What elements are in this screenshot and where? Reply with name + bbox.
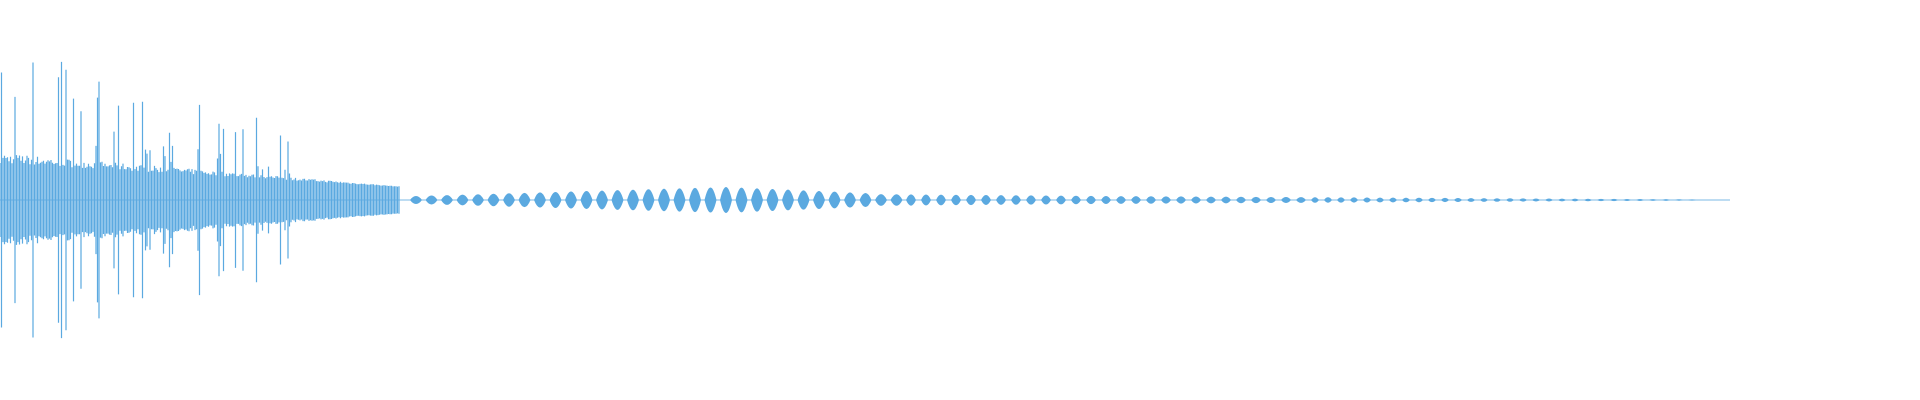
waveform-pulse [1296, 197, 1306, 203]
waveform-pulse [1493, 198, 1501, 202]
waveform-pulse [596, 190, 608, 210]
waveform-pulse [1675, 199, 1683, 201]
waveform-pulse [720, 187, 732, 213]
waveform-pulse [1281, 197, 1291, 203]
waveform-pulse [1441, 197, 1449, 203]
waveform-pulse [580, 191, 593, 209]
waveform-pulse [844, 192, 856, 208]
waveform-pulse [921, 194, 931, 206]
waveform-pulse [441, 195, 453, 205]
waveform-pulse [1324, 197, 1332, 203]
waveform-pulse [1415, 197, 1423, 203]
waveform-pulse [456, 194, 469, 206]
waveform-pulse [859, 192, 872, 208]
waveform-pulse [1376, 197, 1384, 203]
waveform-pulse [996, 195, 1006, 205]
waveform-pulse [1519, 198, 1527, 202]
waveform-pulse [673, 188, 686, 212]
waveform-pulse [936, 194, 946, 206]
waveform-pulse [1636, 199, 1644, 201]
waveform-pulse [751, 188, 763, 212]
waveform-pulse [1389, 197, 1397, 203]
waveform-pulse [1176, 196, 1186, 204]
waveform-pulse [1688, 199, 1696, 201]
waveform-pulse [951, 194, 961, 206]
waveform-pulse [472, 194, 484, 206]
waveform-pulse [1337, 197, 1345, 203]
waveform-pulse [1610, 198, 1618, 202]
waveform-pulse [1311, 197, 1319, 203]
waveform-transient [0, 61, 400, 339]
waveform-pulse [689, 187, 701, 213]
waveform-pulse [1597, 198, 1605, 202]
waveform-pulse [1402, 197, 1410, 203]
waveform-pulse [658, 188, 670, 212]
waveform-pulse [1584, 198, 1592, 202]
waveform-pulse [906, 194, 916, 206]
waveform-pulse [1161, 196, 1171, 204]
waveform-pulse [1350, 197, 1358, 203]
waveform-pulse [1131, 196, 1141, 204]
waveform-pulse [1221, 196, 1231, 204]
waveform-pulse [1116, 196, 1126, 204]
waveform-pulse [797, 190, 810, 210]
waveform-pulse [1532, 198, 1540, 202]
waveform-pulse [534, 192, 546, 208]
waveform-pulse [565, 191, 577, 209]
waveform-samples [0, 61, 1696, 339]
waveform-pulse [549, 191, 562, 209]
waveform-pulse [1146, 196, 1156, 204]
waveform-pulse [425, 195, 438, 205]
waveform-pulse [875, 194, 887, 206]
waveform-pulse [503, 193, 515, 207]
waveform-pulse [966, 194, 976, 206]
waveform-pulse [1623, 198, 1631, 202]
waveform-pulse [1206, 196, 1216, 204]
waveform-pulse [1649, 199, 1657, 201]
waveform-pulse [813, 190, 825, 210]
waveform-pulse [1480, 198, 1488, 202]
waveform-pulse [1236, 196, 1246, 204]
waveform-pulse [487, 193, 500, 207]
waveform-pulse [782, 189, 794, 211]
waveform-pulse [1251, 196, 1261, 204]
waveform-pulse [1086, 195, 1096, 205]
waveform-pulse [627, 189, 639, 211]
waveform-pulse [1363, 197, 1371, 203]
waveform-pulse [1041, 195, 1051, 205]
waveform-pulse [611, 190, 624, 210]
waveform-pulse [704, 187, 717, 213]
waveform-pulse [890, 194, 903, 206]
waveform-pulse [1428, 197, 1436, 203]
waveform-pulse [410, 196, 422, 204]
waveform-pulse [766, 188, 779, 212]
waveform-pulse [642, 189, 655, 211]
waveform-pulse [1026, 195, 1036, 205]
waveform-pulse [1056, 195, 1066, 205]
waveform-pulse [1506, 198, 1514, 202]
waveform-pulse [1662, 199, 1670, 201]
waveform-pulse [981, 195, 991, 205]
waveform-pulse [1266, 196, 1276, 204]
waveform-pulse [1101, 196, 1111, 204]
waveform-pulse [1545, 198, 1553, 202]
waveform-pulse [1071, 195, 1081, 205]
waveform-pulse [518, 192, 531, 208]
waveform-pulse [1011, 195, 1021, 205]
waveform-pulse [1558, 198, 1566, 202]
waveform-pulse [1467, 198, 1475, 202]
waveform-pulse [735, 187, 748, 213]
waveform-pulse [1571, 198, 1579, 202]
waveform-pulse [828, 191, 841, 209]
waveform-pulse [1191, 196, 1201, 204]
waveform-pulse [1454, 198, 1462, 202]
